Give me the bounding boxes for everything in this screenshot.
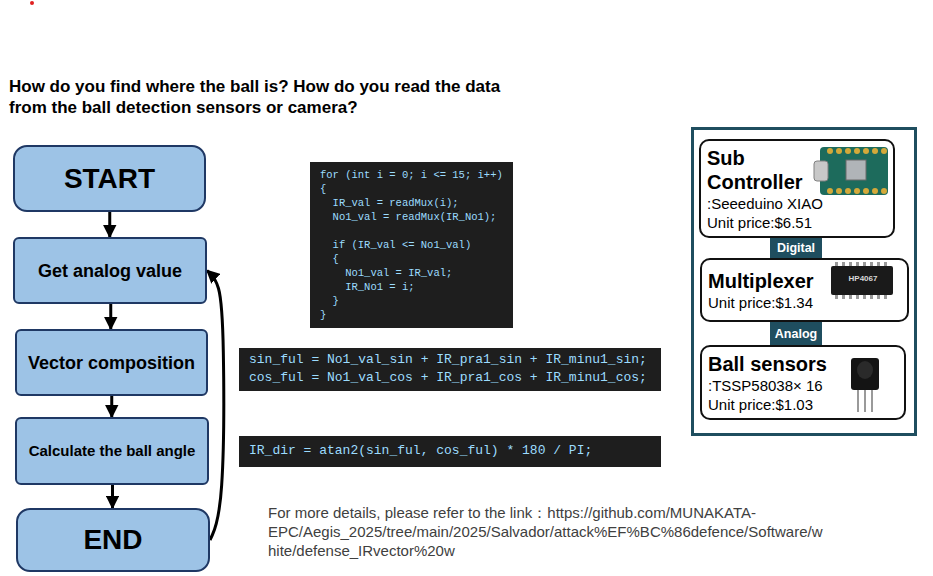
flow-arrow [108, 212, 111, 237]
flow-arrow [111, 485, 114, 508]
code-block: for (int i = 0; i <= 15; i++){IR_val = r… [310, 162, 513, 328]
flow-arrow [109, 304, 112, 329]
part-card: Sub Controller:Seeeduino XIAOUnit price:… [699, 139, 895, 238]
signal-band: Analog [770, 322, 822, 345]
code-block: IR_dir = atan2(sin_ful, cos_ful) * 180 /… [239, 436, 661, 467]
code-line: sin_ful = No1_val_sin + IR_pra1_sin + IR… [249, 351, 651, 369]
code-line: } [320, 308, 503, 322]
code-line: No1_val = IR_val; [320, 266, 503, 280]
code-line: } [320, 294, 503, 308]
node-text: Get analog value [38, 260, 182, 282]
node-text: END [83, 524, 142, 556]
node-text: Digital [777, 241, 815, 255]
flow-arrow [207, 271, 224, 541]
node-text: START [64, 163, 155, 195]
xiao-board [814, 147, 888, 195]
node-text: Ball sensors [708, 352, 898, 376]
node-text: :TSSP58038× 16 [708, 376, 898, 395]
node-text: Analog [775, 327, 817, 341]
code-line: { [320, 182, 503, 196]
red-dot [30, 1, 34, 5]
process-box: Get analog value [13, 237, 207, 304]
chip-marking: HP4067 [838, 274, 888, 284]
node-text: Sub Controller [707, 146, 827, 194]
part-card: Ball sensors:TSSP58038× 16Unit price:$1.… [700, 345, 906, 420]
node-text: Calculate the ball angle [29, 440, 196, 462]
code-line: cos_ful = No1_val_cos + IR_pra1_cos + IR… [249, 369, 651, 387]
flow-arrow [110, 396, 113, 417]
start-terminal: START [13, 145, 206, 212]
heading: How do you find where the ball is? How d… [9, 76, 509, 118]
node-text: Unit price:$1.34 [708, 293, 901, 312]
end-terminal: END [16, 508, 210, 572]
process-box: Vector composition [15, 329, 208, 396]
ir-sensor [851, 358, 879, 412]
node-text: Vector composition [28, 352, 195, 374]
code-block: sin_ful = No1_val_sin + IR_pra1_sin + IR… [239, 348, 661, 391]
node-text: Unit price:$6.51 [707, 213, 887, 232]
node-text: Unit price:$1.03 [708, 395, 898, 414]
part-card: MultiplexerUnit price:$1.34 [700, 258, 909, 322]
code-line: { [320, 252, 503, 266]
code-line: IR_dir = atan2(sin_ful, cos_ful) * 180 /… [249, 442, 651, 460]
signal-band: Digital [770, 238, 822, 258]
node-text: :Seeeduino XIAO [707, 194, 887, 213]
multiplexer-chip [831, 262, 893, 299]
process-box: Calculate the ball angle [15, 417, 209, 485]
code-line: No1_val = readMux(IR_No1); [320, 210, 503, 224]
code-line: IR_val = readMux(i); [320, 196, 503, 210]
link-note: For more details, please refer to the li… [268, 503, 828, 560]
code-line: for (int i = 0; i <= 15; i++) [320, 168, 503, 182]
code-line: IR_No1 = i; [320, 280, 503, 294]
code-line: if (IR_val <= No1_val) [320, 238, 503, 252]
